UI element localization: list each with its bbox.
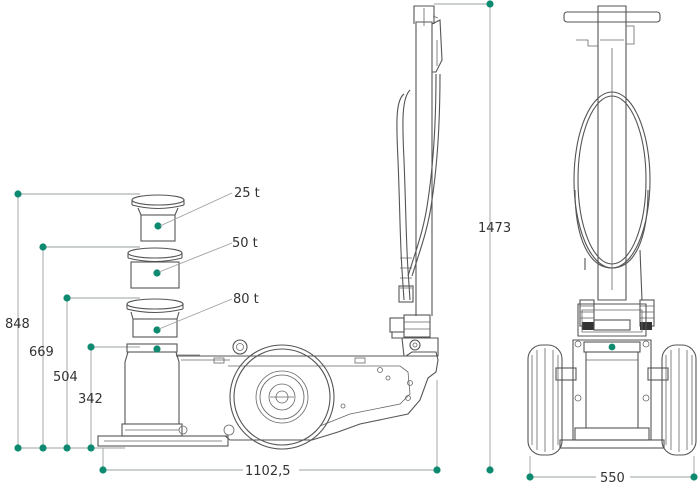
dim-dot-length-right: [433, 466, 441, 474]
dim-dot-width-left: [526, 473, 534, 481]
capacity-80t-label: 80 t: [233, 292, 259, 307]
dim-dot-669-top: [39, 243, 47, 251]
dim-dot-1473-top: [486, 0, 494, 8]
ram-stage-50t: [127, 247, 183, 289]
length-label: 1102,5: [245, 464, 291, 479]
dim-dot-342-bottom: [87, 444, 95, 452]
height-669-label: 669: [29, 345, 54, 360]
length-dimension: 1102,5: [99, 380, 441, 479]
dim-dot-504-top: [63, 294, 71, 302]
right-wheel: [661, 344, 697, 456]
jack-front-view: [527, 5, 697, 456]
height-848-label: 848: [5, 317, 30, 332]
dim-dot-504-bottom: [63, 444, 71, 452]
width-dimension: 550: [526, 456, 698, 486]
dim-dot-1473-bottom: [486, 466, 494, 474]
dim-dot-848-top: [14, 190, 22, 198]
capacity-25t-label: 25 t: [234, 186, 260, 201]
dim-dot-length-left: [99, 466, 107, 474]
ram-stages: [126, 194, 185, 338]
height-342-label: 342: [78, 392, 103, 407]
capacity-callouts: 25 t 50 t 80 t: [158, 186, 260, 330]
dim-dot-669-bottom: [39, 444, 47, 452]
dim-dot-width-right: [690, 473, 698, 481]
capacity-50t-label: 50 t: [232, 236, 258, 251]
ram-stage-80t: [126, 298, 184, 338]
jack-side-view: 1473: [97, 0, 511, 474]
height-dimensions: 848 669 504 342: [5, 190, 140, 452]
height-504-label: 504: [53, 370, 78, 385]
height-1473-label: 1473: [478, 221, 511, 236]
left-wheel: [527, 344, 563, 456]
dim-dot-848-bottom: [14, 444, 22, 452]
width-label: 550: [600, 471, 625, 486]
wheel: [229, 344, 335, 450]
dim-dot-342-top: [87, 343, 95, 351]
ram-stage-25t: [131, 194, 185, 242]
